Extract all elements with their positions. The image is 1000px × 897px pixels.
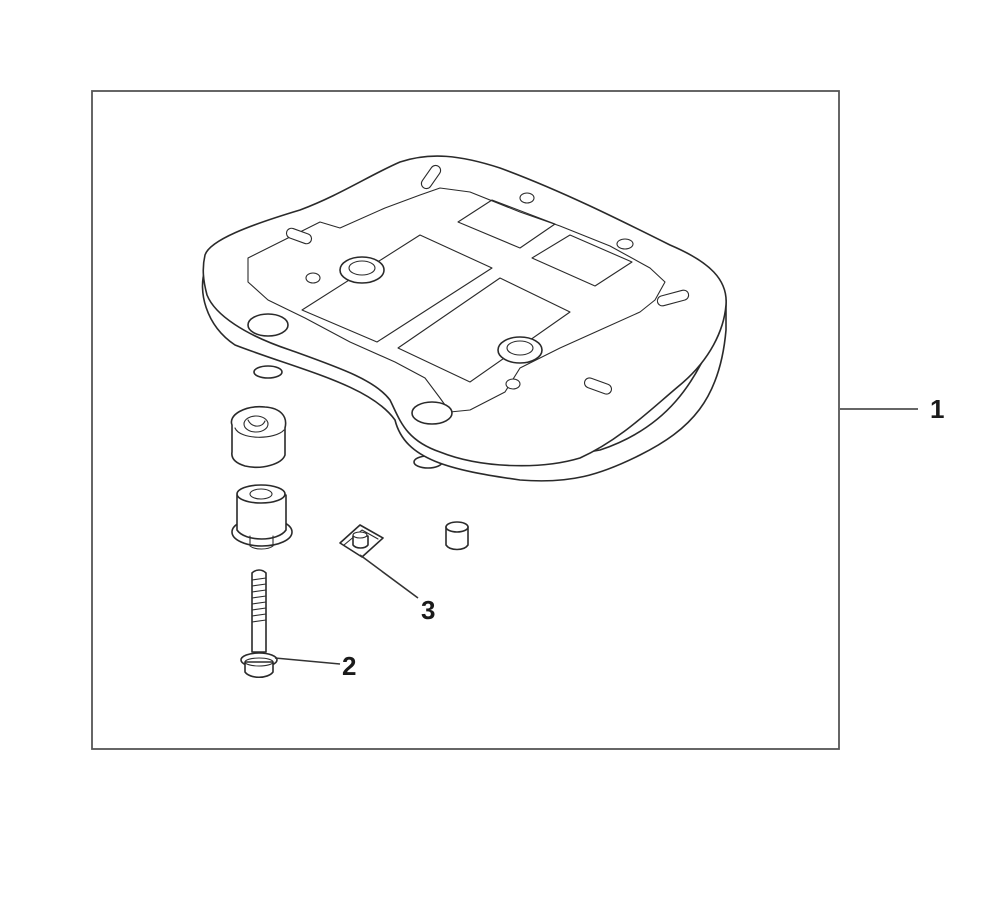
callout-2: 2 [342, 651, 356, 681]
nut-clip-icon [339, 524, 384, 558]
leader-line-3 [359, 554, 419, 599]
collar-icon [231, 484, 293, 550]
kit-frame [91, 90, 840, 750]
callout-1: 1 [930, 394, 944, 424]
rack-plate-icon [201, 155, 727, 482]
grommet-icon [230, 405, 287, 469]
leader-line-2 [274, 657, 341, 665]
callout-3: 3 [421, 595, 435, 625]
spacer-icon [445, 521, 469, 551]
flange-bolt-icon [240, 569, 278, 679]
